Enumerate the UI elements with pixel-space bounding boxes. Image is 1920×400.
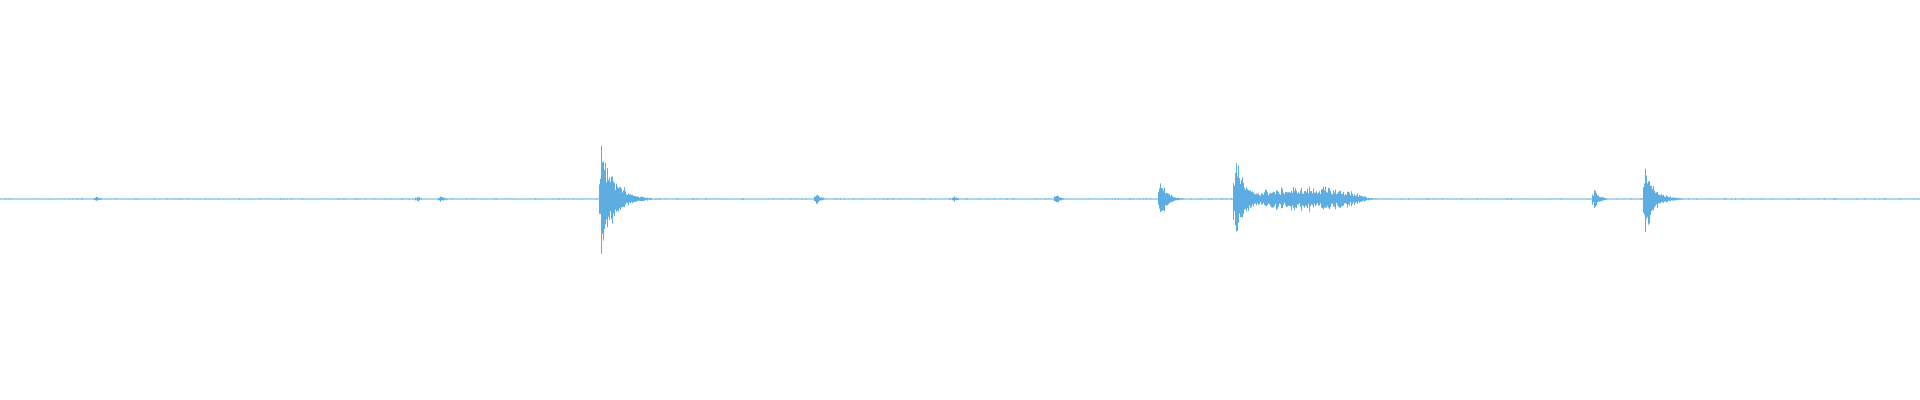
waveform-bars <box>0 145 1920 254</box>
